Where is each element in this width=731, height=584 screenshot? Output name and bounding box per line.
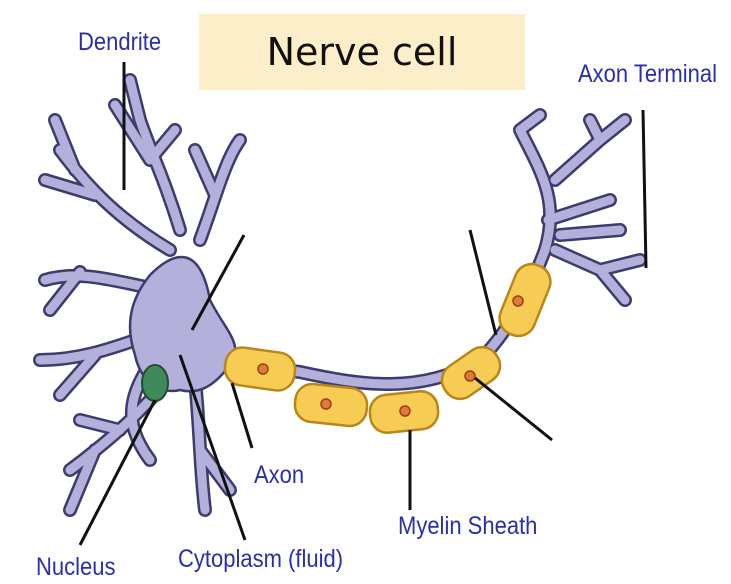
schwann-nucleus <box>321 399 331 409</box>
nucleus <box>142 365 168 401</box>
page-title: Nerve cell <box>267 30 458 74</box>
schwann-nucleus <box>400 406 410 416</box>
axon-terminal-leader-line <box>643 110 646 268</box>
axon-terminal-label: Axon Terminal <box>578 62 717 87</box>
dendrite-label: Dendrite <box>78 30 161 55</box>
myelin-sheath-label: Myelin Sheath <box>398 514 537 539</box>
title-box: Nerve cell <box>199 14 525 90</box>
schwann-nucleus <box>513 296 523 306</box>
schwann-nucleus <box>258 364 268 374</box>
schwann-nucleus <box>465 371 475 381</box>
myelin-segment <box>494 259 555 341</box>
cytoplasm-label: Cytoplasm (fluid) <box>178 547 343 572</box>
axon-label: Axon <box>254 463 304 488</box>
nucleus-label: Nucleus <box>36 555 115 580</box>
myelin-sheath-leader-line-upper <box>470 230 496 335</box>
axon-leader-line-lower <box>232 383 252 448</box>
node-leader-line <box>475 378 552 440</box>
myelin-sheath <box>223 259 556 434</box>
